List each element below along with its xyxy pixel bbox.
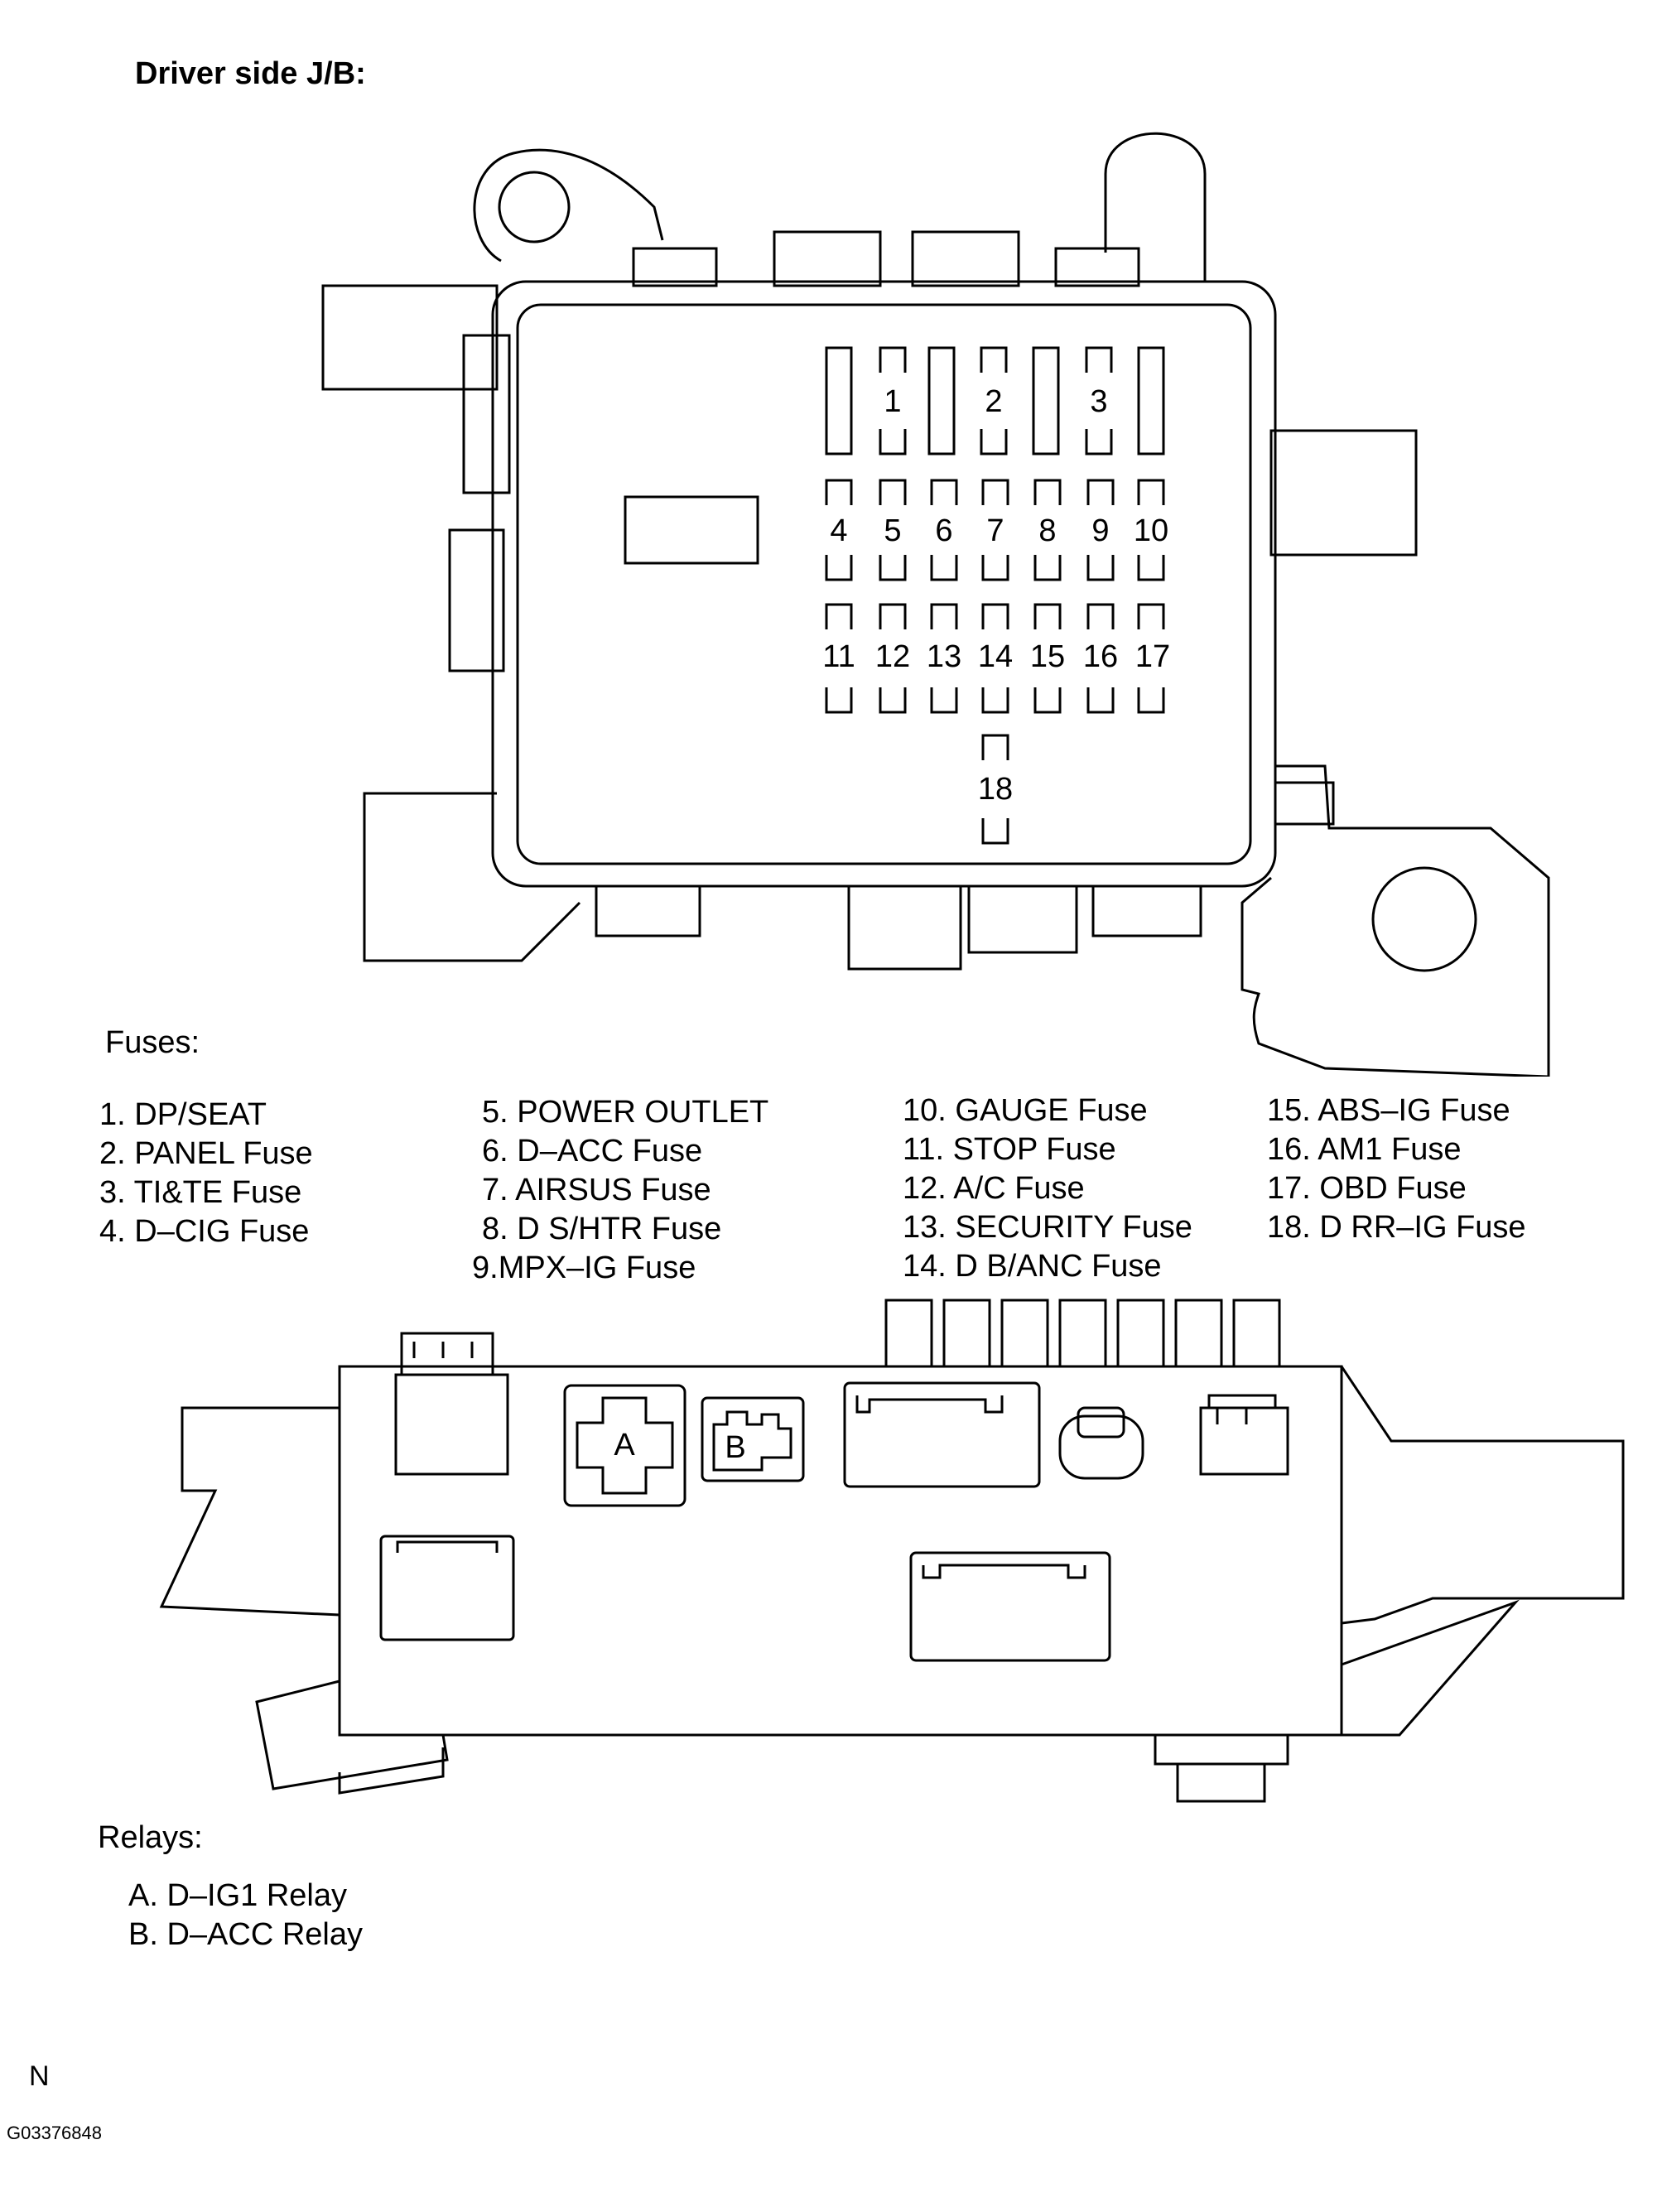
relay-legend-a: A. D–IG1 Relay (128, 1878, 347, 1913)
fuse-legend-16: 16. AM1 Fuse (1267, 1132, 1462, 1167)
lower-left-connector (379, 1535, 515, 1641)
fuse-row-4 (981, 734, 1009, 845)
fuse-number-7: 7 (986, 513, 1004, 548)
diagram-title: Driver side J/B: (135, 56, 366, 91)
fuse-legend-6: 6. D–ACC Fuse (482, 1134, 703, 1169)
box-inner-outline (516, 303, 1252, 865)
fuse-number-12: 12 (875, 639, 910, 674)
lower-large-connector (909, 1551, 1111, 1662)
relay-a-letter: A (614, 1428, 635, 1463)
relay-b-letter: B (725, 1430, 745, 1465)
latch-connector-body (394, 1373, 509, 1476)
relay-b-socket (701, 1396, 805, 1482)
orientation-mark: N (29, 2060, 50, 2092)
left-lower-tab (338, 1747, 445, 1795)
bottom-foot-inner (1176, 1762, 1266, 1803)
junction-block-top-view: 1 2 3 4 5 6 7 8 9 10 11 12 13 14 15 16 1… (321, 132, 1550, 1077)
fuse-legend-7: 7. AIRSUS Fuse (482, 1173, 711, 1207)
fuse-number-15: 15 (1030, 639, 1065, 674)
fuse-row-3 (825, 603, 1165, 714)
fuse-legend-9: 9.MPX–IG Fuse (472, 1251, 696, 1285)
round-connector (1058, 1414, 1144, 1480)
side-body (338, 1365, 1343, 1737)
figure-code: G03376848 (7, 2123, 102, 2143)
fuse-legend-17: 17. OBD Fuse (1267, 1171, 1467, 1206)
top-connector-3 (911, 230, 1020, 287)
relay-a-cross (576, 1396, 674, 1495)
small-right-connector (1199, 1406, 1289, 1476)
top-fuse-tabs (884, 1299, 1281, 1368)
latch-connector (400, 1332, 494, 1375)
fuse-legend-14: 14. D B/ANC Fuse (903, 1249, 1162, 1284)
fuse-number-9: 9 (1091, 513, 1109, 548)
fuses-header: Fuses: (105, 1025, 200, 1060)
right-lower-bracket (1341, 1599, 1520, 1737)
fuse-row-2 (825, 479, 1165, 581)
fuse-number-10: 10 (1134, 513, 1168, 548)
fuse-number-5: 5 (884, 513, 901, 548)
bottom-foot-outer (1154, 1733, 1289, 1766)
box-outer-outline (491, 280, 1277, 888)
top-connector-4 (1054, 247, 1140, 287)
relay-a-socket (563, 1384, 686, 1507)
fuse-number-18: 18 (978, 772, 1013, 807)
right-bracket (1240, 764, 1550, 1077)
right-wing (1340, 1366, 1625, 1625)
fuse-legend-1: 1. DP/SEAT (99, 1097, 267, 1132)
mounting-hole-right (1371, 866, 1477, 972)
left-connector-4 (363, 792, 581, 962)
fuse-number-2: 2 (985, 384, 1002, 419)
fuse-number-17: 17 (1135, 639, 1170, 674)
fuse-legend-5: 5. POWER OUTLET (482, 1095, 769, 1130)
fuse-number-11: 11 (822, 639, 855, 674)
fuse-number-1: 1 (884, 384, 901, 419)
fuse-number-14: 14 (978, 639, 1013, 674)
fuse-legend-8: 8. D S/HTR Fuse (482, 1212, 722, 1246)
fuse-number-13: 13 (927, 639, 961, 674)
fuse-number-16: 16 (1083, 639, 1118, 674)
fuse-legend-2: 2. PANEL Fuse (99, 1136, 313, 1171)
fuse-number-8: 8 (1038, 513, 1056, 548)
relay-b-shape (712, 1410, 792, 1472)
fuse-legend-15: 15. ABS–IG Fuse (1267, 1093, 1510, 1128)
right-connector-1 (1269, 429, 1418, 557)
fuse-legend-18: 18. D RR–IG Fuse (1267, 1210, 1526, 1245)
top-connector-1 (632, 247, 718, 287)
fuse-number-3: 3 (1090, 384, 1107, 419)
large-top-connector (843, 1381, 1041, 1488)
relay-legend-b: B. D–ACC Relay (128, 1917, 363, 1952)
fuse-legend-11: 11. STOP Fuse (903, 1132, 1116, 1167)
top-connector-2 (773, 230, 882, 287)
mounting-hole-left (498, 171, 571, 243)
fuse-number-4: 4 (830, 513, 847, 548)
fuse-legend-10: 10. GAUGE Fuse (903, 1093, 1148, 1128)
left-lower-bracket (255, 1679, 449, 1790)
left-connector-2 (462, 334, 511, 494)
label-plate (624, 495, 759, 565)
fuse-number-6: 6 (935, 513, 952, 548)
fuse-legend-12: 12. A/C Fuse (903, 1171, 1085, 1206)
fuse-legend-3: 3. TI&TE Fuse (99, 1175, 302, 1210)
fuse-row-1 (825, 346, 1165, 455)
mounting-lug-right (1104, 132, 1207, 282)
fuse-legend-13: 13. SECURITY Fuse (903, 1210, 1192, 1245)
left-connector-1 (321, 284, 499, 391)
fuse-legend-4: 4. D–CIG Fuse (99, 1214, 310, 1249)
mounting-lug-left (473, 148, 664, 263)
left-wing (159, 1406, 340, 1617)
relays-header: Relays: (98, 1820, 203, 1855)
left-connector-3 (448, 528, 505, 672)
